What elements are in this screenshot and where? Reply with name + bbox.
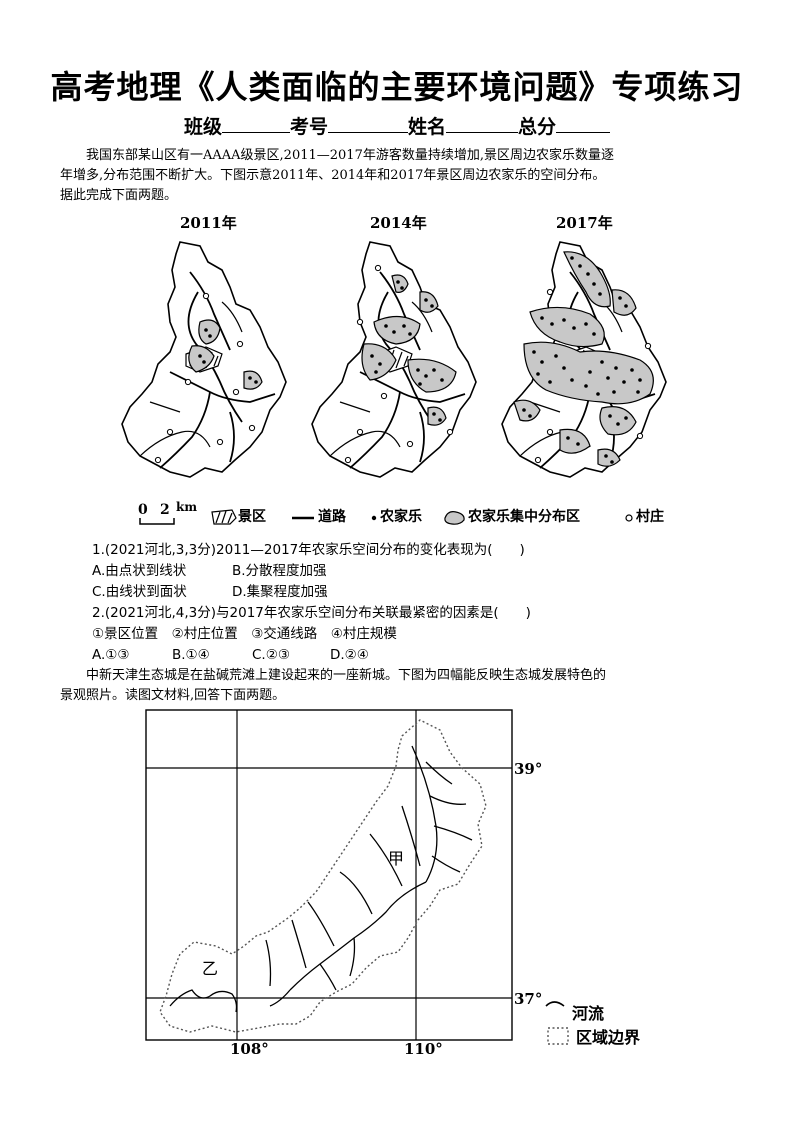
passage-1-line-3: 据此完成下面两题。 <box>60 188 178 203</box>
passage-2-line-2: 景观照片。读图文材料,回答下面两题。 <box>60 688 286 703</box>
question-2-option-b: B.①④ <box>172 647 210 663</box>
question-1-stem: 1.(2021河北,3,3分)2011—2017年农家乐空间分布的变化表现为( … <box>92 542 525 558</box>
question-1-option-b: B.分散程度加强 <box>232 563 327 579</box>
label-jia: 甲 <box>388 849 404 868</box>
scale-value: 2 <box>160 502 170 518</box>
scale-zero: 0 <box>138 502 148 518</box>
map-title-2017: 2017年 <box>556 214 613 232</box>
river-legend-icon <box>545 1001 565 1007</box>
scale-bar <box>139 518 175 525</box>
question-2-option-c: C.②③ <box>252 647 290 663</box>
question-2-items: ①景区位置 ②村庄位置 ③交通线路 ④村庄规模 <box>92 626 397 642</box>
legend-road: 道路 <box>318 509 346 525</box>
legend-scenic: 景区 <box>238 509 266 525</box>
class-blank <box>221 114 290 133</box>
passage-2-line-1: 中新天津生态城是在盐碱荒滩上建设起来的一座新城。下图为四幅能反映生态城发展特色的 <box>86 668 607 683</box>
map-title-2014: 2014年 <box>370 214 427 232</box>
legend-boundary: 区域边界 <box>576 1028 640 1047</box>
boundary-legend-icon <box>547 1027 569 1045</box>
map-2014 <box>311 241 477 478</box>
map-2017 <box>501 241 667 478</box>
scenic-area-icon <box>211 509 237 525</box>
farmhouse-distribution-maps <box>121 241 667 478</box>
scale-unit: km <box>176 500 198 514</box>
number-blank <box>328 114 408 133</box>
page-title: 高考地理《人类面临的主要环境问题》专项练习 <box>50 68 744 106</box>
river-basin-map: 甲 乙 39° 37° 108° 110° 河流 区域边界 <box>145 709 640 1058</box>
legend-village: 村庄 <box>636 509 664 525</box>
question-1-option-a: A.由点状到线状 <box>92 563 187 579</box>
question-1-option-d: D.集聚程度加强 <box>232 584 328 600</box>
passage-1-line-1: 我国东部某山区有一AAAA级景区,2011—2017年游客数量持续增加,景区周边… <box>86 148 614 163</box>
question-1-option-c: C.由线状到面状 <box>92 584 187 600</box>
latitude-39: 39° <box>514 760 542 778</box>
question-2-option-a: A.①③ <box>92 647 130 663</box>
label-yi: 乙 <box>202 959 218 978</box>
question-2-option-d: D.②④ <box>330 647 369 663</box>
map-title-2011: 2011年 <box>180 214 237 232</box>
longitude-108: 108° <box>230 1040 269 1058</box>
cluster-area-icon <box>444 511 465 525</box>
road-icon <box>292 516 314 520</box>
class-label: 班级 <box>183 116 222 138</box>
number-label: 考号 <box>289 116 328 138</box>
score-blank <box>556 114 611 133</box>
name-blank <box>446 114 519 133</box>
question-2-stem: 2.(2021河北,4,3分)与2017年农家乐空间分布关联最紧密的因素是( ) <box>92 605 531 621</box>
info-line: 班级 考号 姓名 总分 <box>0 112 794 139</box>
village-circle-icon <box>625 514 633 522</box>
legend-cluster: 农家乐集中分布区 <box>468 509 580 525</box>
farmhouse-dot-icon <box>371 515 377 521</box>
map-2011 <box>121 241 287 478</box>
legend-river: 河流 <box>572 1004 604 1023</box>
passage-1-line-2: 年增多,分布范围不断扩大。下图示意2011年、2014年和2017年景区周边农家… <box>60 168 606 183</box>
longitude-110: 110° <box>404 1040 443 1058</box>
score-label: 总分 <box>518 116 557 138</box>
latitude-37: 37° <box>514 990 542 1008</box>
name-label: 姓名 <box>408 116 447 138</box>
legend-farmhouse: 农家乐 <box>380 509 422 525</box>
